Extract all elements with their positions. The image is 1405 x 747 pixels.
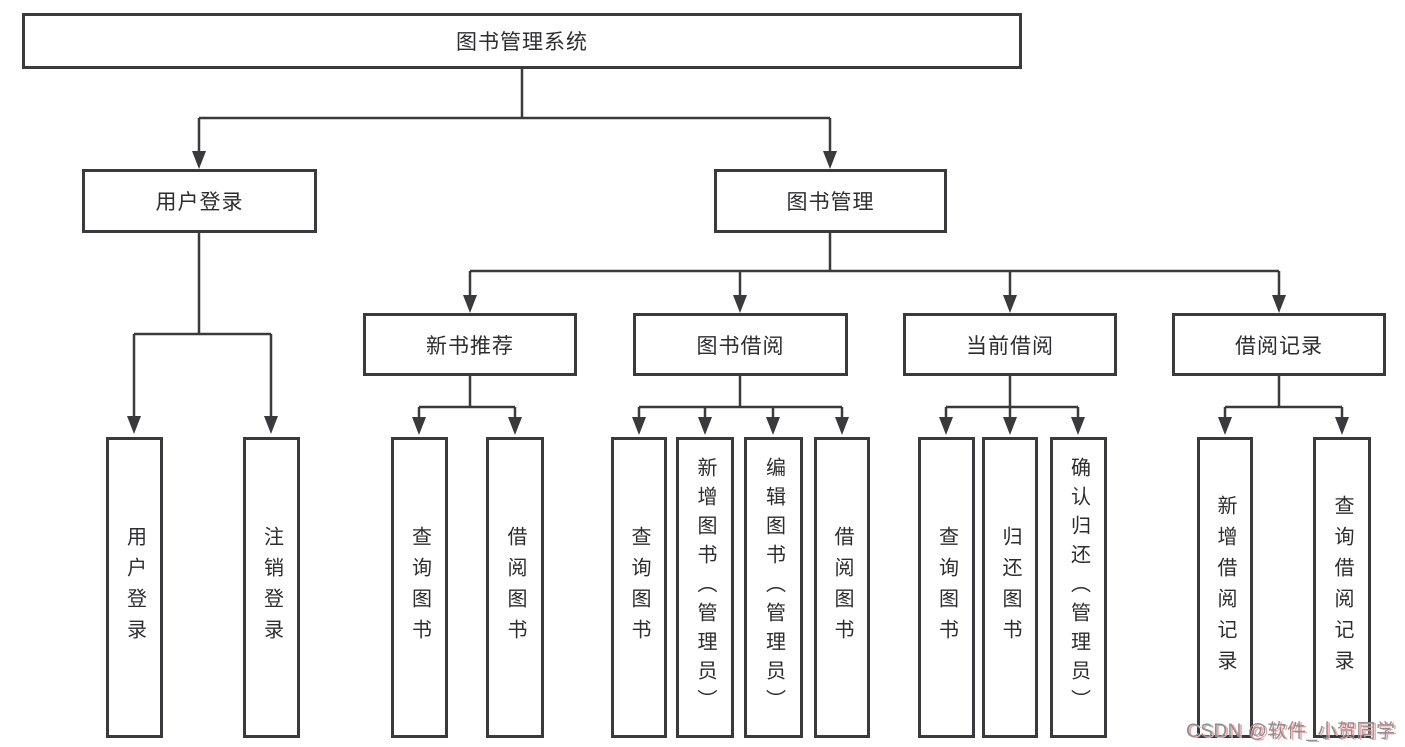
leaf-query-borrow-record: 查询借阅记录 bbox=[1313, 437, 1371, 738]
leaf-logout: 注销登录 bbox=[243, 437, 300, 738]
node-new-book-recommendation: 新书推荐 bbox=[363, 313, 577, 376]
node-label: 借阅记录 bbox=[1235, 334, 1323, 358]
node-label: 注销登录 bbox=[260, 525, 283, 650]
leaf-borrow-books: 借阅图书 bbox=[814, 437, 870, 738]
node-label: 确认归还（管理员） bbox=[1067, 457, 1090, 718]
node-label: 查询借阅记录 bbox=[1331, 494, 1353, 681]
leaf-user-login: 用户登录 bbox=[106, 437, 163, 738]
node-label: 图书管理系统 bbox=[456, 31, 588, 54]
node-label: 查询图书 bbox=[935, 525, 958, 650]
node-current-borrowing: 当前借阅 bbox=[903, 313, 1117, 376]
node-label: 用户登录 bbox=[123, 525, 146, 650]
csdn-watermark: CSDN @软件_小贺同学 bbox=[1186, 721, 1396, 742]
leaf-add-books-admin: 新增图书（管理员） bbox=[676, 437, 734, 738]
node-label: 图书借阅 bbox=[696, 334, 785, 358]
leaf-query-books-recommend: 查询图书 bbox=[391, 437, 448, 738]
leaf-confirm-return-admin: 确认归还（管理员） bbox=[1050, 437, 1107, 738]
node-label: 查询图书 bbox=[408, 525, 431, 650]
node-label: 借阅图书 bbox=[504, 525, 526, 650]
node-borrowing-records: 借阅记录 bbox=[1172, 313, 1386, 376]
leaf-query-books-current: 查询图书 bbox=[918, 437, 975, 738]
leaf-query-books-borrow: 查询图书 bbox=[611, 437, 667, 738]
node-label: 查询图书 bbox=[628, 525, 650, 650]
node-book-management: 图书管理 bbox=[714, 169, 947, 233]
leaf-return-books: 归还图书 bbox=[982, 437, 1038, 738]
node-user-login: 用户登录 bbox=[82, 169, 317, 233]
node-label: 编辑图书（管理员） bbox=[762, 457, 785, 718]
node-label: 图书管理 bbox=[786, 191, 875, 214]
node-book-borrowing: 图书借阅 bbox=[633, 313, 848, 376]
leaf-edit-books-admin: 编辑图书（管理员） bbox=[744, 437, 803, 738]
node-label: 归还图书 bbox=[999, 525, 1021, 650]
node-label: 用户登录 bbox=[155, 191, 244, 214]
node-book-management-system: 图书管理系统 bbox=[22, 13, 1022, 69]
node-label: 借阅图书 bbox=[831, 525, 853, 650]
node-label: 新增借阅记录 bbox=[1214, 494, 1236, 681]
leaf-borrow-books-recommend: 借阅图书 bbox=[486, 437, 544, 738]
leaf-add-borrow-record: 新增借阅记录 bbox=[1197, 437, 1253, 738]
node-label: 新书推荐 bbox=[426, 334, 514, 358]
node-label: 新增图书（管理员） bbox=[694, 457, 716, 718]
node-label: 当前借阅 bbox=[966, 334, 1054, 358]
